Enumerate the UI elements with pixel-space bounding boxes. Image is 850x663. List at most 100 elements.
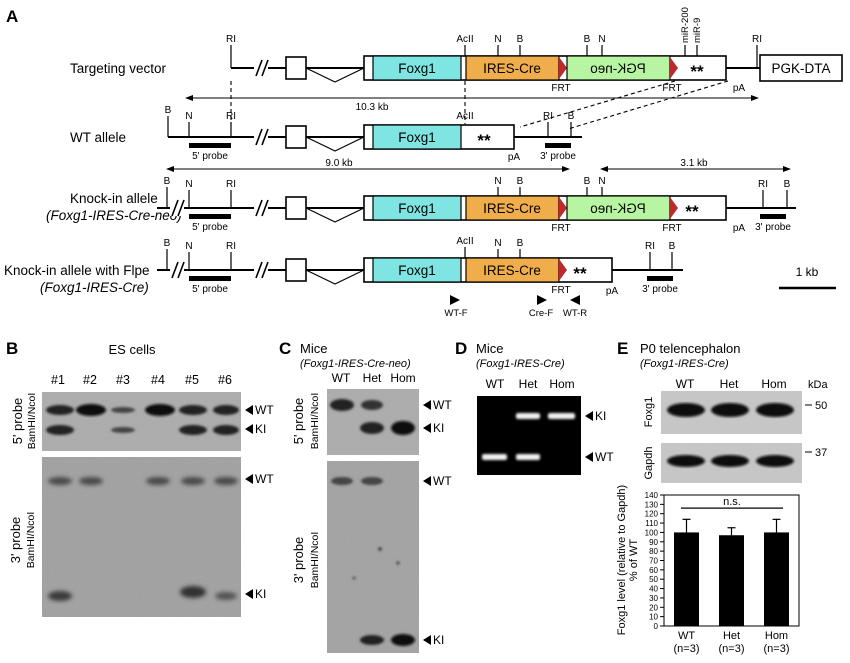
x-axis-labels: WT(n=3)Het(n=3)Hom(n=3) [674,630,790,655]
wt-allele-label: WT allele [70,130,126,145]
genotyping-gel [477,396,581,475]
western-gapdh [661,443,802,483]
acii-site-label: AcII [456,111,473,122]
primer-wtf-label: WT-F [444,308,467,319]
pa-label: pA [508,152,521,163]
break-mark [255,261,263,279]
gapdh-blot-label: Gapdh [643,446,655,479]
gel-background [477,396,581,475]
ri-site-label: RI [226,179,236,190]
b-site-label: B [584,176,591,187]
enzyme-axis-label: BamHI/NcoI [26,393,38,450]
y-tick-label: 120 [645,510,659,519]
probe-5-axis-label: 5' probe [291,398,306,445]
y-tick-label: 130 [645,500,659,509]
frt-triangle [670,197,678,219]
band-ki [360,422,384,434]
n-site-label: N [185,111,192,122]
ri-site-label: RI [226,241,236,252]
n-site-label: N [494,238,501,249]
ires-cre-box [465,55,560,81]
lane-label: #6 [218,373,232,387]
pa-label: pA [733,83,746,94]
intron-splice [305,136,365,152]
distance-3-1kb: 3.1 kb [600,158,791,172]
n-site-label: N [598,34,605,45]
ki-marker-label: KI [595,409,606,423]
mw-50-label: 50 [815,400,827,412]
pgk-dta-box [759,54,843,82]
x-category-sublabel: (n=3) [764,643,790,655]
probe-3-bar [545,143,571,148]
kda-label: kDa [808,379,828,391]
band-wt [76,404,106,416]
band-wt [361,400,383,410]
band-wt [79,477,103,485]
band-ki [48,591,72,601]
foxg1-text: Foxg1 [398,263,436,278]
break-mark [255,59,263,77]
distance-arrowhead [600,166,608,172]
frt-label: FRT [551,83,570,94]
targeting-vector-label: Targeting vector [70,61,167,76]
intron-splice [305,67,365,83]
band-ki [179,425,207,435]
distance-label: 10.3 kb [356,102,389,113]
b-site-label: B [517,238,524,249]
y-tick-label: 50 [649,575,658,584]
frt-triangle [559,57,567,79]
break-mark [261,59,269,77]
band-wt [181,477,205,485]
ki-marker-arrow [423,635,431,645]
distance-arrowhead [562,166,570,172]
mir9-label: miR-9 [692,18,703,43]
significance-label: n.s. [723,496,741,508]
enzyme-axis-label: BamHI/NcoI [309,393,321,450]
intron-splice [305,207,365,223]
band-foxg1 [711,403,749,417]
b-site-label: B [584,34,591,45]
mw-37-label: 37 [815,447,827,459]
blot-noise [327,461,419,653]
primer-wtr-arrow [570,295,580,305]
bar [764,532,789,626]
break-mark [255,199,263,217]
exon-box [285,56,307,80]
break-mark [261,128,269,146]
mir200-label: miR-200 [680,7,691,43]
b-site-label: B [784,179,791,190]
lane-label: Het [720,377,739,391]
probe-5-label: 5' probe [192,284,228,295]
ires-cre-text: IRES-Cre [483,263,541,278]
scale-bar-label: 1 kb [796,265,819,279]
y-tick-label: 40 [649,585,658,594]
band-wt [330,399,354,411]
lane-label: #4 [151,373,165,387]
ires-cre-text: IRES-Cre [483,201,541,216]
break-mark [177,261,185,279]
acii-site-label: AcII [456,236,473,247]
band-foxg1 [667,403,705,417]
distance-label: 9.0 kb [325,158,353,169]
break-mark [261,261,269,279]
es-band-markers: WT KI WT KI [245,403,274,601]
pgk-dta-text: PGK-DTA [771,61,830,76]
probe-3-label: 3' probe [755,222,791,233]
ri-site-label: RI [543,111,553,122]
probe-3-bar [647,276,673,281]
probe-3-label: 3' probe [540,151,576,162]
y-tick-label: 80 [649,547,658,556]
mice-blot-3prime [327,461,419,653]
ri-site-label: RI [226,34,236,45]
foxg1-blot-label: Foxg1 [643,397,655,428]
homology-dashed-line [519,80,676,128]
significance-annotation: n.s. [681,496,783,509]
lane-label: Hom [761,377,786,391]
probe-5-bar [189,143,231,148]
pgk-neo-text: PGK-neo [590,61,646,76]
band-wt [111,407,135,413]
exon-box [285,258,307,282]
b-site-label: B [517,176,524,187]
panel-a-label: A [6,7,18,26]
